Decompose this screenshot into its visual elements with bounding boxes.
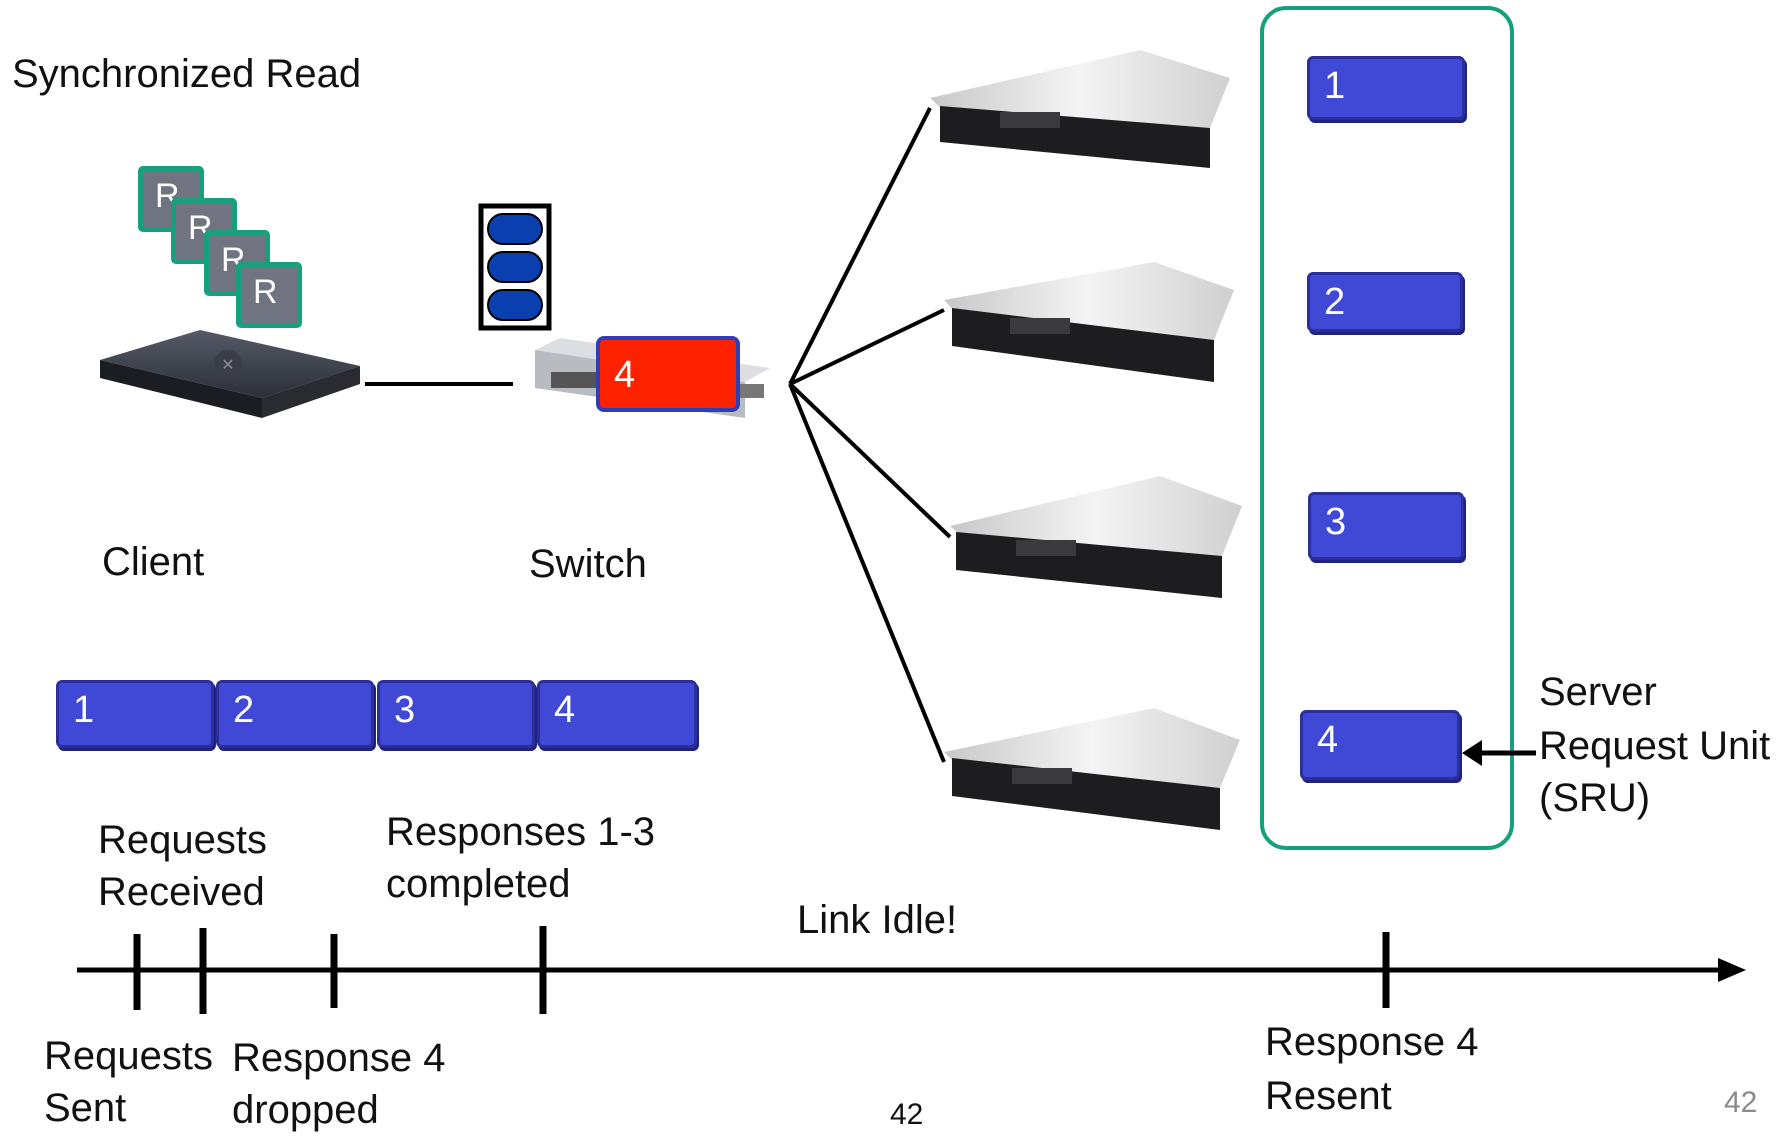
server-1-icon bbox=[930, 50, 1230, 168]
request-card-4: R bbox=[236, 262, 302, 328]
label-requests-sent-1: Requests bbox=[44, 1034, 213, 1078]
switch-label: Switch bbox=[529, 542, 647, 586]
switch-dropped-packet: 4 bbox=[596, 336, 740, 412]
link-server-2 bbox=[789, 308, 945, 386]
sru-container bbox=[1260, 6, 1514, 850]
request-block-1: 1 bbox=[56, 680, 214, 748]
label-response-resent-2: Resent bbox=[1265, 1074, 1392, 1118]
request-block-2: 2 bbox=[216, 680, 374, 748]
server-4-icon bbox=[944, 708, 1240, 830]
request-block-3: 3 bbox=[377, 680, 535, 748]
server-3-icon bbox=[950, 476, 1242, 598]
page-number-center: 42 bbox=[890, 1098, 924, 1131]
label-link-idle: Link Idle! bbox=[797, 898, 958, 942]
sru-arrow-icon bbox=[1462, 740, 1536, 766]
page-number-right: 42 bbox=[1724, 1086, 1758, 1119]
label-responses-completed-1: Responses 1-3 bbox=[386, 810, 656, 854]
server-2-icon bbox=[944, 262, 1234, 382]
sru-block-1: 1 bbox=[1307, 56, 1465, 120]
switch-queue-icon bbox=[478, 203, 552, 331]
link-server-3 bbox=[788, 382, 952, 539]
link-server-4 bbox=[788, 383, 946, 763]
label-responses-completed-2: completed bbox=[386, 862, 571, 906]
label-requests-received-1: Requests bbox=[98, 818, 267, 862]
sru-annotation-line-1: Server bbox=[1539, 670, 1657, 714]
label-requests-received-2: Received bbox=[98, 870, 265, 914]
request-block-4: 4 bbox=[537, 680, 697, 748]
client-device-icon: ✕ bbox=[100, 330, 360, 418]
label-response-dropped-1: Response 4 bbox=[232, 1036, 446, 1080]
link-server-1 bbox=[788, 107, 932, 385]
client-label: Client bbox=[102, 540, 205, 584]
sru-block-3: 3 bbox=[1308, 492, 1464, 560]
sru-annotation-line-3: (SRU) bbox=[1539, 776, 1651, 820]
sru-block-2: 2 bbox=[1307, 272, 1463, 332]
sru-block-4: 4 bbox=[1300, 710, 1460, 780]
svg-text:✕: ✕ bbox=[221, 355, 234, 374]
label-requests-sent-2: Sent bbox=[44, 1086, 127, 1130]
label-response-resent-1: Response 4 bbox=[1265, 1020, 1479, 1064]
label-response-dropped-2: dropped bbox=[232, 1088, 379, 1132]
timeline-axis bbox=[77, 926, 1746, 1014]
sru-annotation-line-2: Request Unit bbox=[1539, 724, 1771, 768]
slide-title: Synchronized Read bbox=[12, 52, 362, 96]
